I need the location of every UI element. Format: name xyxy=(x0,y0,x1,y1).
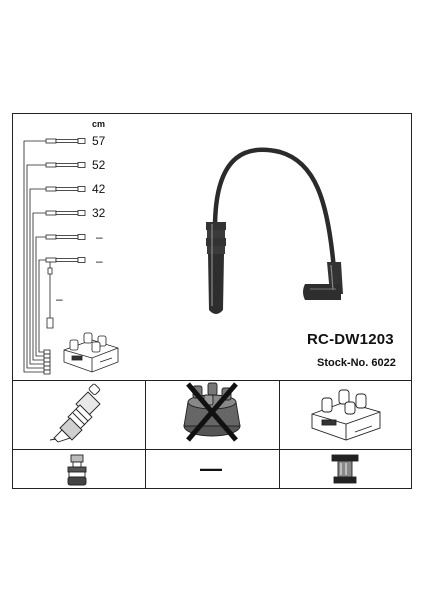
length-value: – xyxy=(56,292,63,306)
coil-boot-icon xyxy=(331,454,359,484)
straight-boot-icon xyxy=(206,222,226,314)
wire-connector-icon xyxy=(45,210,86,216)
frame-grid xyxy=(12,113,412,489)
length-value: 57 xyxy=(92,134,106,148)
plug-boot-icon xyxy=(67,454,87,486)
angled-boot-icon xyxy=(303,262,343,300)
plug-boot-note: — xyxy=(200,456,222,481)
ignition-coil-small-icon xyxy=(63,332,119,373)
wire-connector-icon xyxy=(45,234,86,240)
wire-connector-icon xyxy=(45,162,86,168)
wire-connector-icon xyxy=(45,257,86,263)
length-value: 42 xyxy=(92,182,106,196)
vertical-lead-icon xyxy=(46,262,54,329)
cable-wire xyxy=(212,147,337,273)
product-code: RC-DW1203 xyxy=(307,331,394,348)
ignition-cable-drawing xyxy=(206,147,343,314)
length-value: – xyxy=(96,230,103,244)
length-unit-label: cm xyxy=(92,119,106,129)
outer-frame xyxy=(12,113,412,489)
length-value: – xyxy=(96,254,103,268)
wire-connector-icon xyxy=(45,186,86,192)
length-value: 52 xyxy=(92,158,106,172)
ignition-coil-icon xyxy=(311,389,381,441)
distributor-cap-crossed-icon xyxy=(183,382,241,442)
length-value: 32 xyxy=(92,206,106,220)
wire-connector-icon xyxy=(45,138,86,144)
lead-list-diagram xyxy=(23,138,86,375)
spark-plug-icon xyxy=(49,383,101,443)
stock-number: Stock-No. 6022 xyxy=(317,357,396,369)
bracket-terminals-icon xyxy=(43,349,51,375)
